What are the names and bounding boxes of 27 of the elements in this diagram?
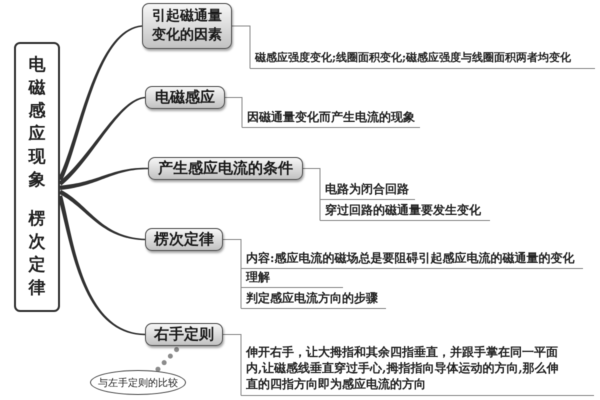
connector-line <box>232 26 250 69</box>
connector-line <box>222 239 242 309</box>
branch-connector <box>58 96 146 186</box>
branch-connector <box>60 168 148 190</box>
note-text: 磁感应强度变化;线圈面积变化;磁感应强度与线圈面积两者均变化 <box>250 51 595 69</box>
vertical-title: 电磁感应现象 <box>28 54 46 192</box>
connector-line <box>302 168 320 221</box>
branch-connector <box>58 195 146 336</box>
note-text: 穿过回路的磁通量要发生变化 <box>320 203 490 221</box>
note-text: 因磁通量变化而产生电流的现象 <box>242 110 420 128</box>
topic-box <box>14 42 60 312</box>
branch-box: 产生感应电流的条件 <box>148 157 303 180</box>
note-text: 判定感应电流方向的步骤 <box>241 291 386 309</box>
branch-connector <box>58 25 142 181</box>
connector-line <box>222 334 242 396</box>
vertical-title: 楞次定律 <box>28 208 46 300</box>
branch-box: 引起磁通量变化的因素 <box>142 3 232 49</box>
note-text: 理解 <box>241 270 343 288</box>
note-text: 伸开右手，让大拇指和其余四指垂直，并跟手掌在同一平面内,让磁感线垂直穿过手心,拇指指向导体运动的方向,那么伸直的四指方向即为感应电流的方向 <box>241 344 594 396</box>
connector-line <box>224 97 242 128</box>
thought-bubble: 与左手定则的比较 <box>90 370 186 395</box>
branch-box: 楞次定律 <box>145 228 223 251</box>
note-text: 内容:感应电流的磁场总是要阻碍引起感应电流的磁通量的变化 <box>241 251 583 269</box>
branch-box: 电磁感应 <box>145 86 225 109</box>
branch-box: 右手定则 <box>145 323 223 346</box>
branch-connector <box>58 190 146 240</box>
note-text: 电路为闭合回路 <box>320 182 415 200</box>
